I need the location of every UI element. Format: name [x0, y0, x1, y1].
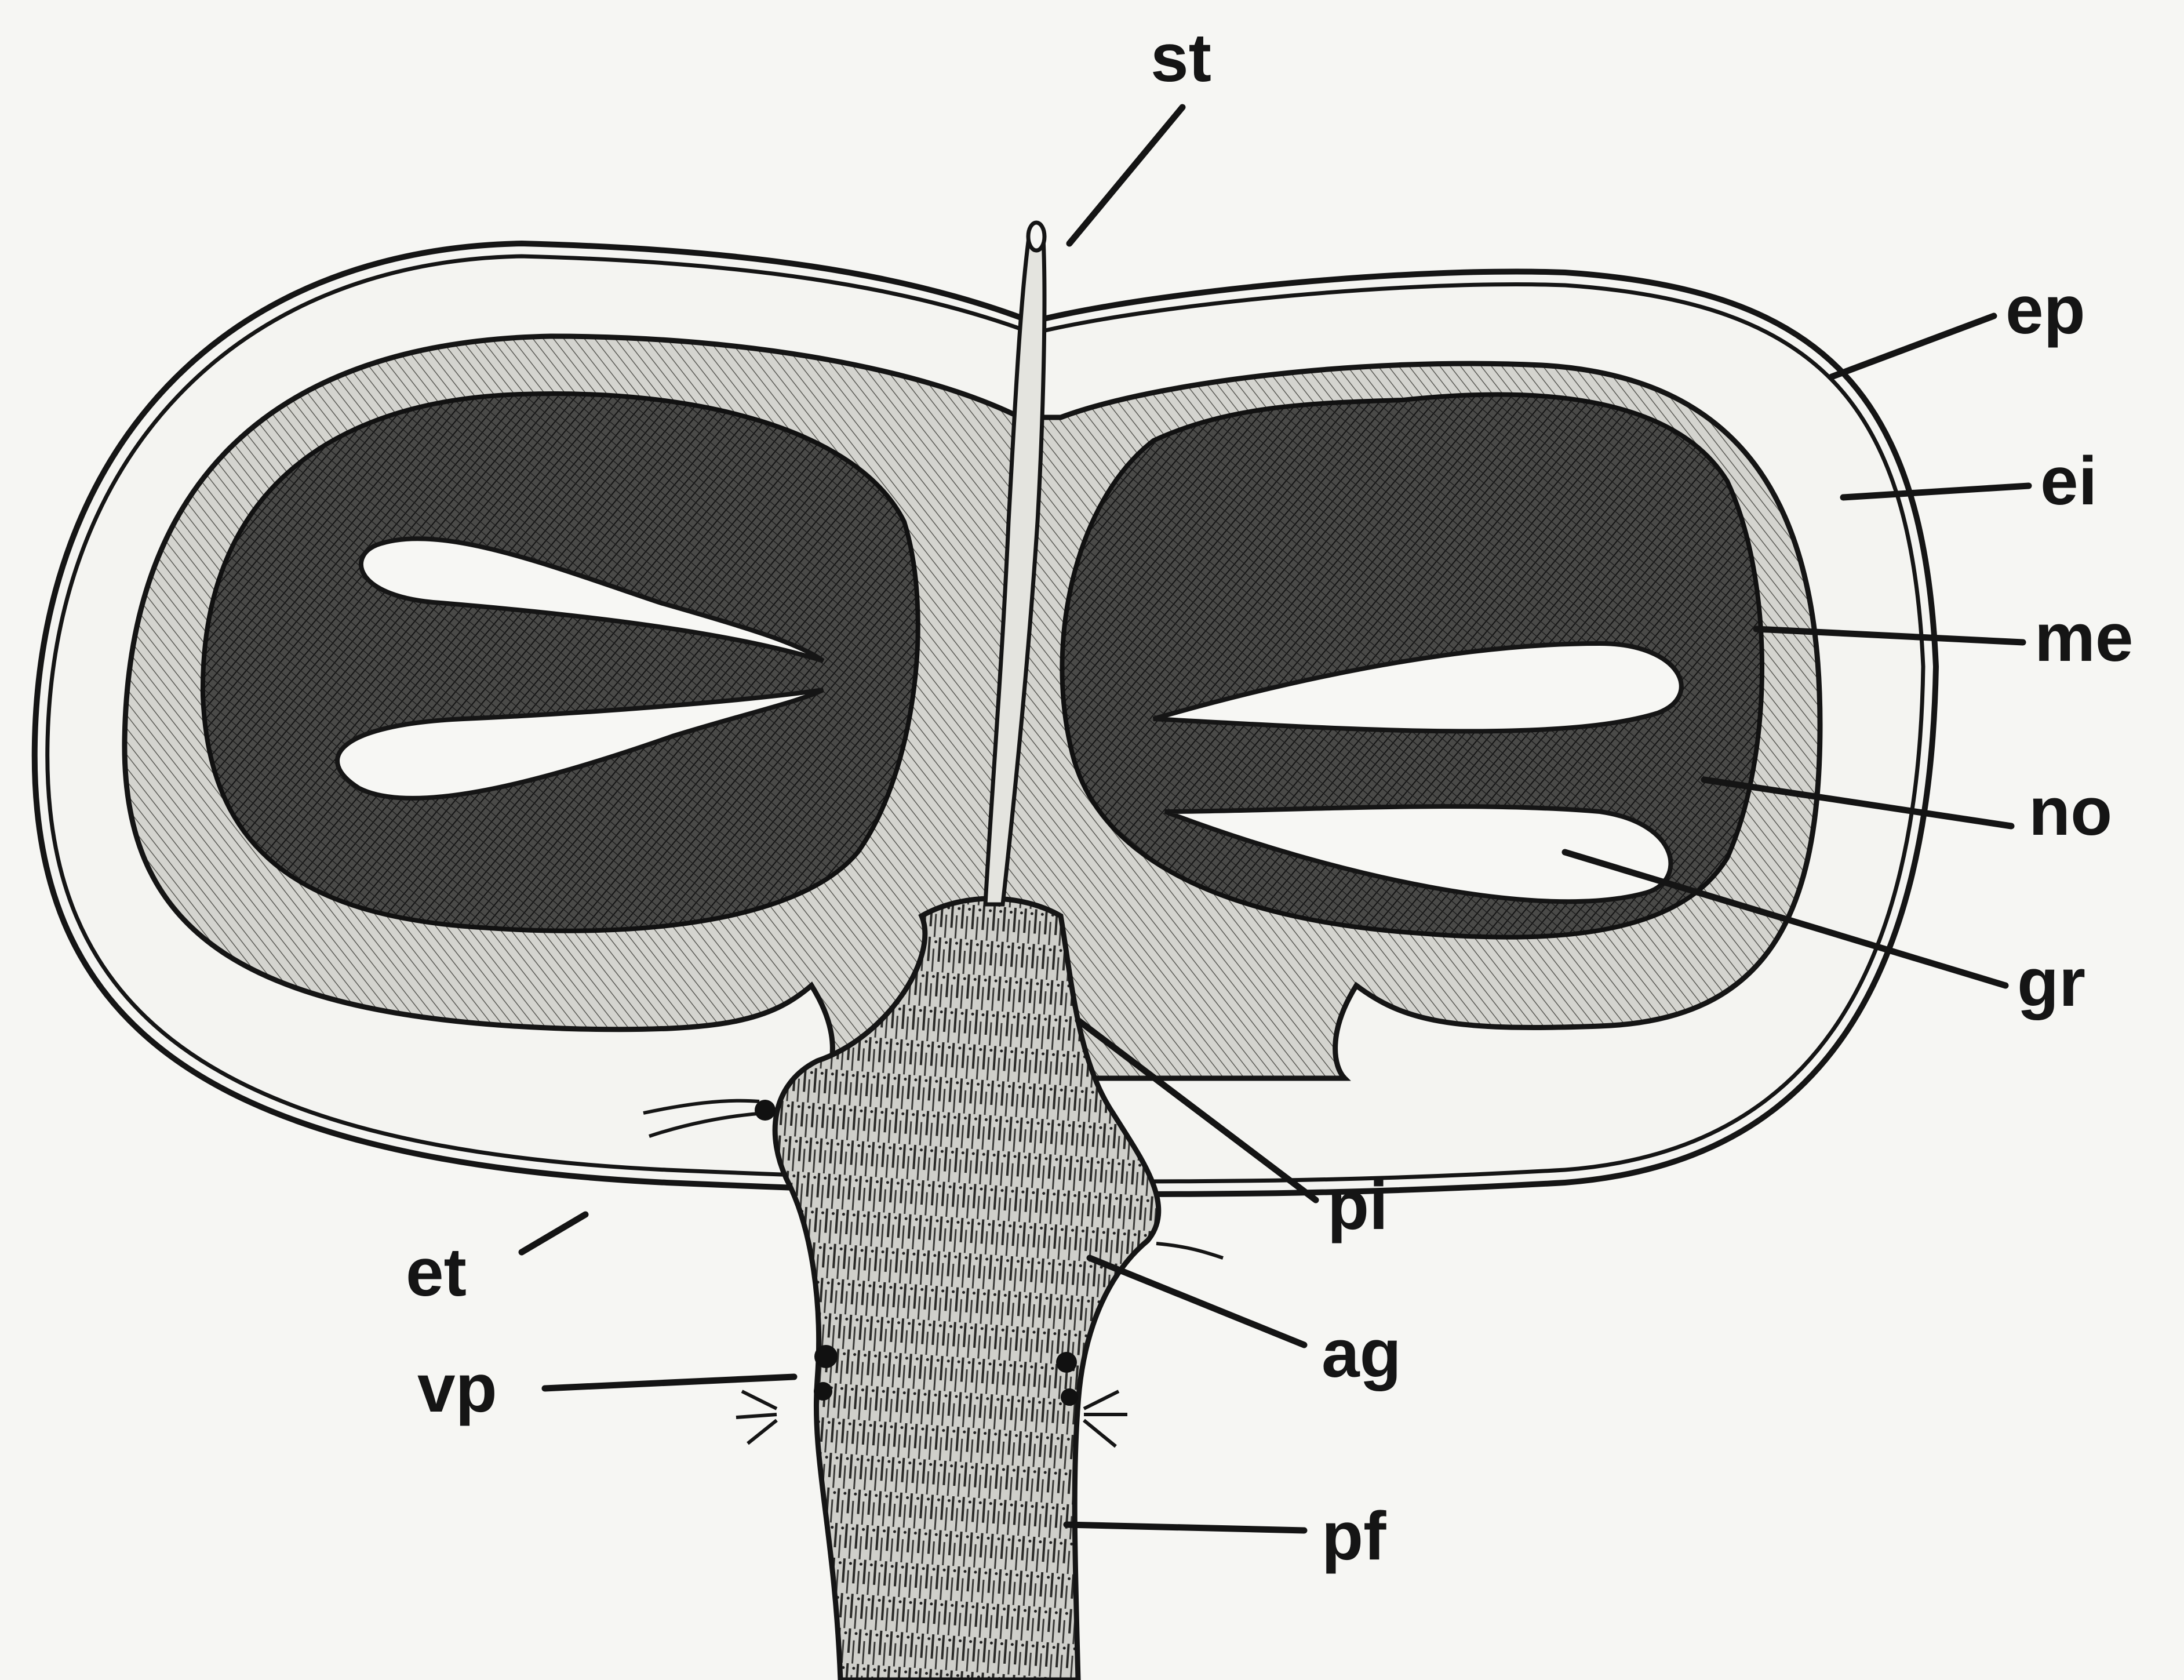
leader-pf [1066, 1525, 1304, 1530]
label-gr: gr [2017, 944, 2085, 1021]
label-et: et [406, 1234, 467, 1311]
leader-st [1069, 107, 1182, 243]
label-no: no [2029, 773, 2112, 850]
label-ei: ei [2040, 443, 2097, 519]
label-pf: pf [1322, 1498, 1386, 1574]
label-vp: vp [417, 1350, 497, 1427]
label-me: me [2034, 599, 2134, 676]
leader-vp [545, 1377, 794, 1388]
label-pi: pi [1327, 1168, 1388, 1244]
label-ep: ep [2005, 272, 2085, 348]
leader-ag [1090, 1258, 1304, 1345]
leader-et [522, 1214, 585, 1252]
label-st: st [1151, 20, 1211, 96]
leader-ep [1832, 316, 1994, 377]
label-ag: ag [1322, 1315, 1402, 1392]
nucellus-left [203, 394, 918, 931]
